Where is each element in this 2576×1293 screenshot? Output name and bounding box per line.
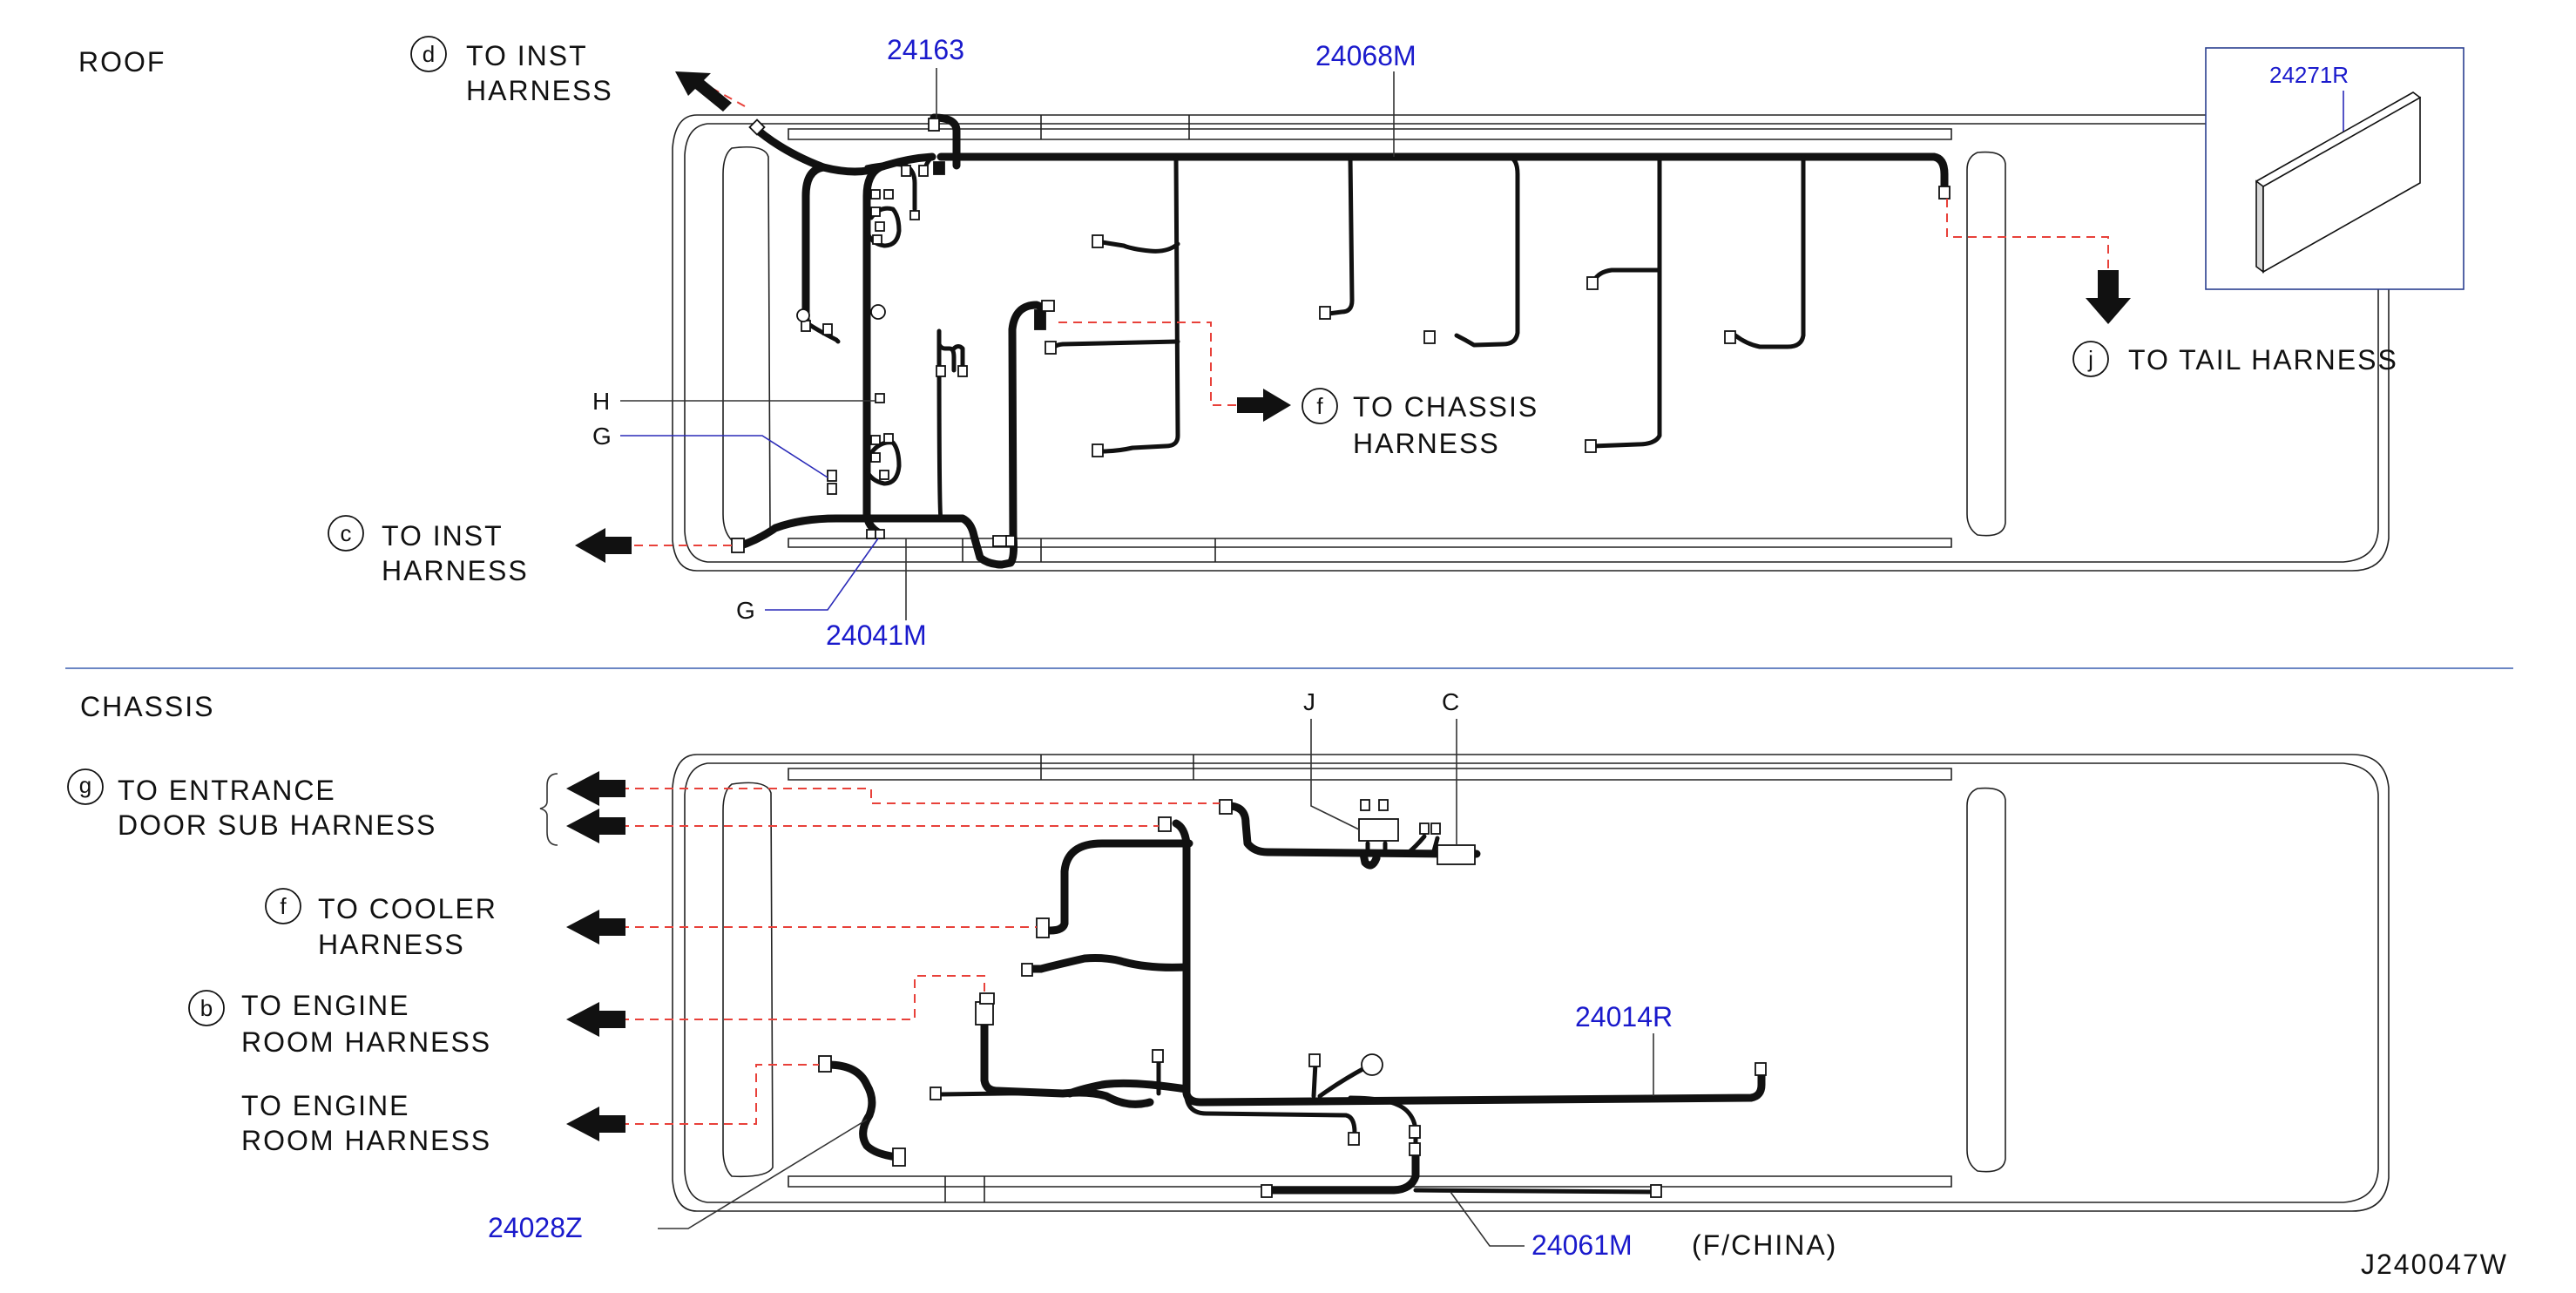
letter-G-lower: G [736, 597, 755, 624]
chassis-van-outline [672, 754, 2390, 1212]
callout-f-to-chassis-harness: f TO CHASSIS HARNESS [1302, 388, 1538, 459]
arrow-to-cooler-harness [566, 910, 625, 944]
letter-C: C [1442, 688, 1459, 715]
letter-H: H [592, 388, 610, 415]
section-label-roof: ROOF [78, 46, 166, 78]
callout-f-roof-line1: TO CHASSIS [1353, 391, 1538, 423]
callout-c-to-inst-harness: c TO INST HARNESS [328, 515, 529, 586]
callout-letter-g: g [79, 772, 91, 798]
part-number-24014R: 24014R [1575, 1001, 1673, 1032]
callout-c-line2: HARNESS [382, 555, 529, 586]
chassis-harness-24028Z [823, 1060, 902, 1161]
arrow-to-entrance-door-2 [566, 809, 625, 843]
arrow-to-tail-harness [2086, 270, 2131, 324]
callout-j-to-tail-harness: j TO TAIL HARNESS [2072, 341, 2398, 377]
arrow-to-entrance-door-1 [566, 771, 625, 806]
callout-e-line2: ROOM HARNESS [241, 1125, 491, 1156]
callout-g-line1: TO ENTRANCE [118, 775, 336, 806]
callout-e-to-engine-room: TO ENGINE ROOM HARNESS [241, 1090, 491, 1156]
callout-b-to-engine-room: b TO ENGINE ROOM HARNESS [188, 990, 491, 1058]
callout-e-line1: TO ENGINE [241, 1090, 409, 1121]
callout-letter-d: d [423, 41, 435, 67]
callout-f-to-cooler-harness: f TO COOLER HARNESS [265, 888, 497, 960]
arrow-to-engine-room-b [566, 1002, 625, 1037]
part-number-24068M: 24068M [1315, 40, 1416, 71]
arrow-to-chassis-harness [1237, 389, 1291, 422]
callout-letter-f-chassis: f [280, 893, 287, 919]
roof-harness-24041M [732, 125, 1045, 569]
callout-d-to-inst-harness: d TO INST HARNESS [410, 36, 613, 106]
part-number-24041M: 24041M [826, 619, 927, 651]
callout-f-chassis-line2: HARNESS [318, 929, 465, 960]
callout-d-line1: TO INST [466, 40, 588, 71]
section-label-chassis: CHASSIS [80, 691, 214, 722]
callout-letter-f-roof: f [1316, 393, 1323, 419]
part-number-24061M: 24061M [1531, 1229, 1633, 1261]
letter-J: J [1303, 688, 1315, 715]
chassis-connectors [818, 799, 1767, 1198]
figure-code: J240047W [2361, 1249, 2508, 1280]
part-number-24028Z: 24028Z [488, 1212, 583, 1243]
roof-van-outline [672, 114, 2390, 572]
callout-letter-b: b [200, 995, 213, 1021]
part-number-24163: 24163 [887, 34, 964, 65]
callout-j-line1: TO TAIL HARNESS [2128, 344, 2398, 376]
callout-f-chassis-line1: TO COOLER [318, 893, 497, 924]
arrow-to-inst-harness-c [575, 528, 632, 563]
callout-c-line1: TO INST [382, 520, 504, 552]
part-number-24271R: 24271R [2269, 62, 2349, 88]
callout-b-line1: TO ENGINE [241, 990, 409, 1021]
letter-G-upper: G [592, 423, 612, 450]
chassis-dashed-links [620, 788, 1220, 1125]
callout-g-line2: DOOR SUB HARNESS [118, 809, 436, 841]
inset-24271R: 24271R [2205, 47, 2464, 290]
callout-b-line2: ROOM HARNESS [241, 1026, 491, 1058]
roof-connectors [731, 118, 1951, 553]
callout-letter-c: c [341, 520, 352, 546]
callout-letter-j: j [2087, 346, 2093, 372]
callout-d-line2: HARNESS [466, 75, 613, 106]
market-note: (F/CHINA) [1692, 1229, 1837, 1261]
arrow-to-engine-room [566, 1107, 625, 1141]
callout-g-to-entrance-door: g TO ENTRANCE DOOR SUB HARNESS [67, 768, 558, 846]
arrow-to-inst-harness-d [675, 71, 732, 112]
callout-f-roof-line2: HARNESS [1353, 428, 1500, 459]
